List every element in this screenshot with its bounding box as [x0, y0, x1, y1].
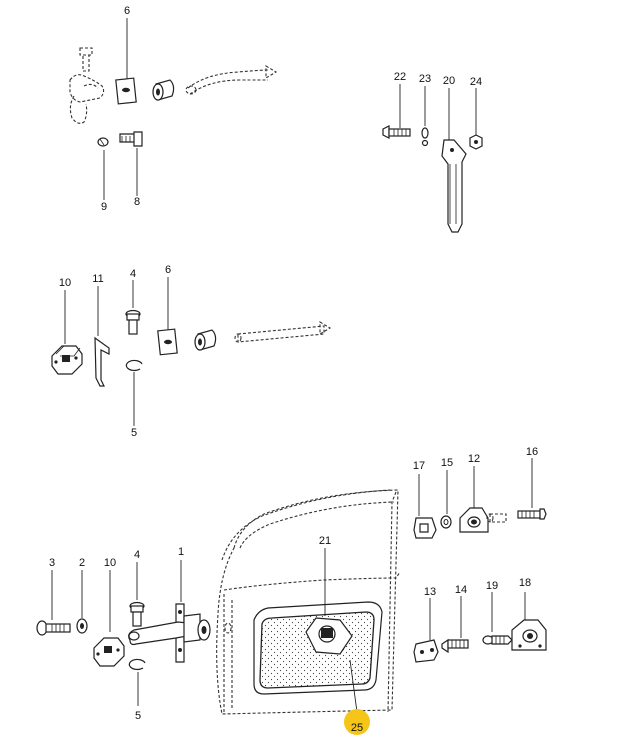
callout-8: 8 — [134, 196, 140, 208]
callout-5: 5 — [131, 427, 137, 439]
callout-10: 10 — [59, 277, 71, 289]
callout-6: 6 — [165, 264, 171, 276]
part-11-bracket — [94, 286, 110, 387]
ghost-rod — [234, 321, 332, 343]
door-outline — [216, 489, 401, 715]
callout-12: 12 — [468, 453, 480, 465]
part-4-pin-b — [129, 562, 145, 627]
callout-22: 22 — [394, 71, 406, 83]
callout-21: 21 — [319, 535, 331, 547]
callout-3: 3 — [49, 557, 55, 569]
callout-24: 24 — [470, 76, 482, 88]
callout-18: 18 — [519, 577, 531, 589]
part-12-housing — [459, 466, 489, 533]
callout-11: 11 — [92, 273, 103, 285]
part-3-bolt — [36, 570, 71, 636]
part-6-shim-b — [157, 277, 178, 356]
part-14-screw — [441, 596, 469, 654]
part-8-screw — [119, 131, 143, 196]
callout-5: 5 — [135, 710, 141, 722]
callout-16: 16 — [526, 446, 538, 458]
callout-23: 23 — [419, 73, 431, 85]
callout-25: 25 — [351, 722, 363, 734]
callout-2: 2 — [79, 557, 85, 569]
part-13-block — [413, 598, 439, 663]
ghost-check-strap — [185, 65, 278, 95]
callout-6: 6 — [124, 5, 130, 17]
callout-1: 1 — [178, 546, 184, 558]
group-b — [382, 84, 483, 233]
callout-9: 9 — [101, 201, 107, 213]
part-21-lock — [305, 548, 353, 655]
part-1-door-check — [128, 560, 211, 663]
part-16-screw — [517, 458, 547, 520]
callout-14: 14 — [455, 584, 467, 596]
callout-13: 13 — [424, 586, 436, 598]
callout-20: 20 — [443, 75, 455, 87]
part-10-hinge-block-b — [93, 570, 125, 667]
part-10-hinge-block — [51, 290, 83, 375]
callout-15: 15 — [441, 457, 453, 469]
part-23-washer — [421, 86, 429, 147]
callout-19: 19 — [486, 580, 498, 592]
part-5-circlip-a — [125, 359, 143, 426]
group-d — [36, 458, 547, 715]
callout-4: 4 — [134, 549, 140, 561]
part-22-bolt — [382, 84, 411, 139]
part-24-nut — [469, 88, 483, 150]
spacer-bushing-b — [194, 329, 217, 351]
part-18-housing — [511, 592, 547, 651]
part-20-striker — [441, 88, 467, 233]
callout-25-highlight — [344, 709, 370, 735]
part-2-washer — [76, 570, 88, 634]
spacer-bushing — [152, 79, 175, 101]
part-5-circlip-b — [128, 658, 146, 706]
part-15-washer — [440, 470, 452, 529]
callout-10: 10 — [104, 557, 116, 569]
ghost-bolt — [69, 47, 105, 124]
part-19-screw — [482, 592, 513, 645]
part-4-pin-a — [125, 280, 141, 335]
part-17-stop — [413, 474, 437, 539]
leader-25 — [349, 659, 358, 713]
group-c — [51, 277, 332, 426]
group-a — [69, 18, 278, 200]
part-6-shim — [115, 18, 137, 105]
ghost-pin — [486, 513, 507, 523]
callout-labels: 6 9 8 22 23 20 24 10 11 4 6 5 17 15 12 1… — [49, 5, 538, 734]
callout-4: 4 — [130, 268, 136, 280]
callout-17: 17 — [413, 460, 425, 472]
part-9-washer — [97, 137, 109, 200]
